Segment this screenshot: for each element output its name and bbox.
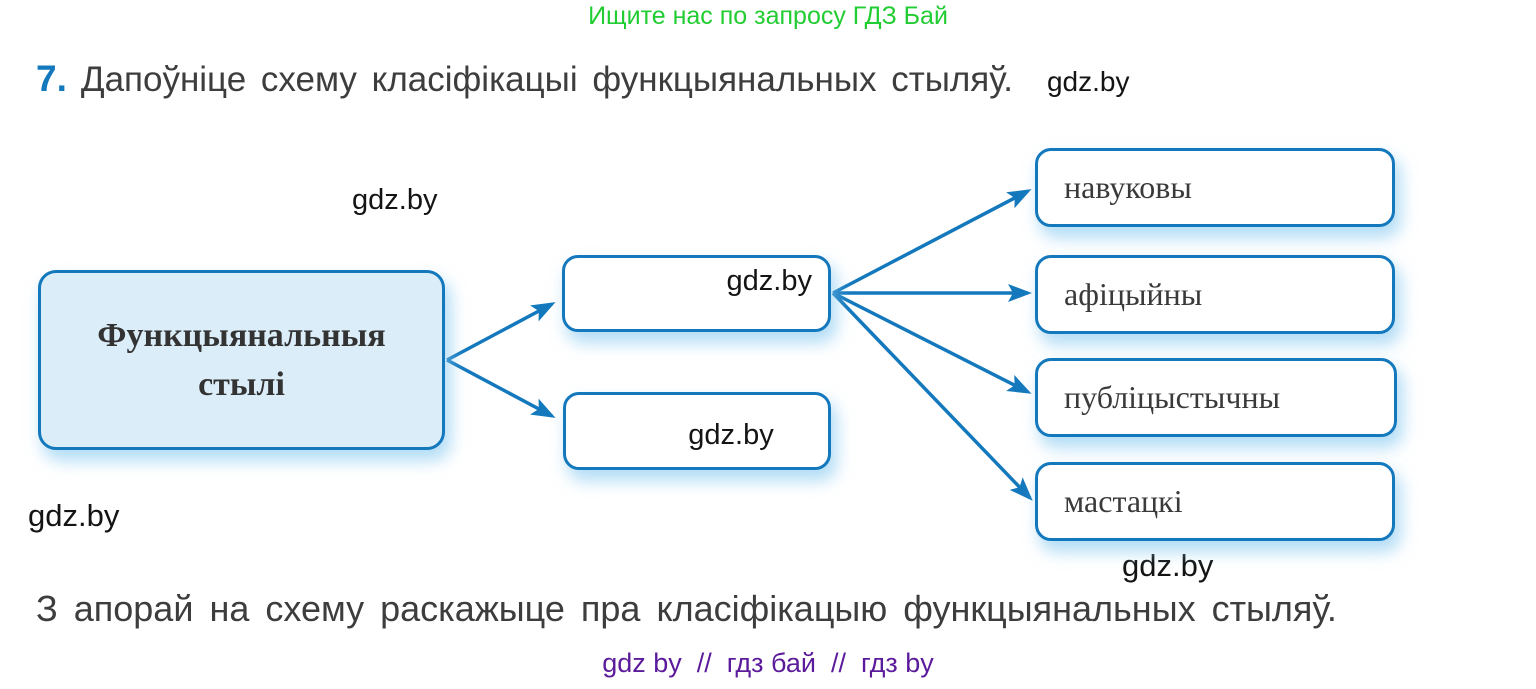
root-style-box: Функцыянальныя стылі <box>38 270 445 450</box>
empty-answer-box-2: gdz.by <box>563 392 831 470</box>
style-box-afitsyjny: афіцыйны <box>1035 255 1395 334</box>
gdz-watermark: gdz.by <box>688 418 774 451</box>
style-label: навуковы <box>1064 169 1192 205</box>
style-label: публіцыстычны <box>1064 379 1281 415</box>
task-number: 7. <box>36 58 67 99</box>
gdz-watermark: gdz.by <box>352 184 438 216</box>
gdz-watermark: gdz.by <box>1122 548 1214 583</box>
gdz-watermark: gdz.by <box>726 265 812 297</box>
style-box-navukovy: навуковы <box>1035 148 1395 227</box>
style-label: мастацкі <box>1064 483 1183 519</box>
promo-banner: Ищите нас по запросу ГДЗ Бай <box>588 2 948 30</box>
gdz-watermark: gdz.by <box>1046 66 1130 97</box>
style-box-publitsystychny: публіцыстычны <box>1035 358 1397 437</box>
empty-answer-box-1: gdz.by <box>562 255 831 332</box>
style-box-mastatski: мастацкі <box>1035 462 1395 541</box>
root-style-label: Функцыянальныя стылі <box>97 316 386 403</box>
site-query-footer: gdz by // гдз бай // гдз by <box>602 648 934 678</box>
instruction-text: З апорай на схему раскажыце пра класіфік… <box>36 588 1337 629</box>
task-title: Дапоўніце схему класіфікацыі функцыяналь… <box>80 60 1013 99</box>
style-label: афіцыйны <box>1064 276 1203 312</box>
task-heading: 7. Дапоўніце схему класіфікацыі функцыян… <box>36 58 1129 100</box>
gdz-watermark: gdz.by <box>28 498 120 533</box>
